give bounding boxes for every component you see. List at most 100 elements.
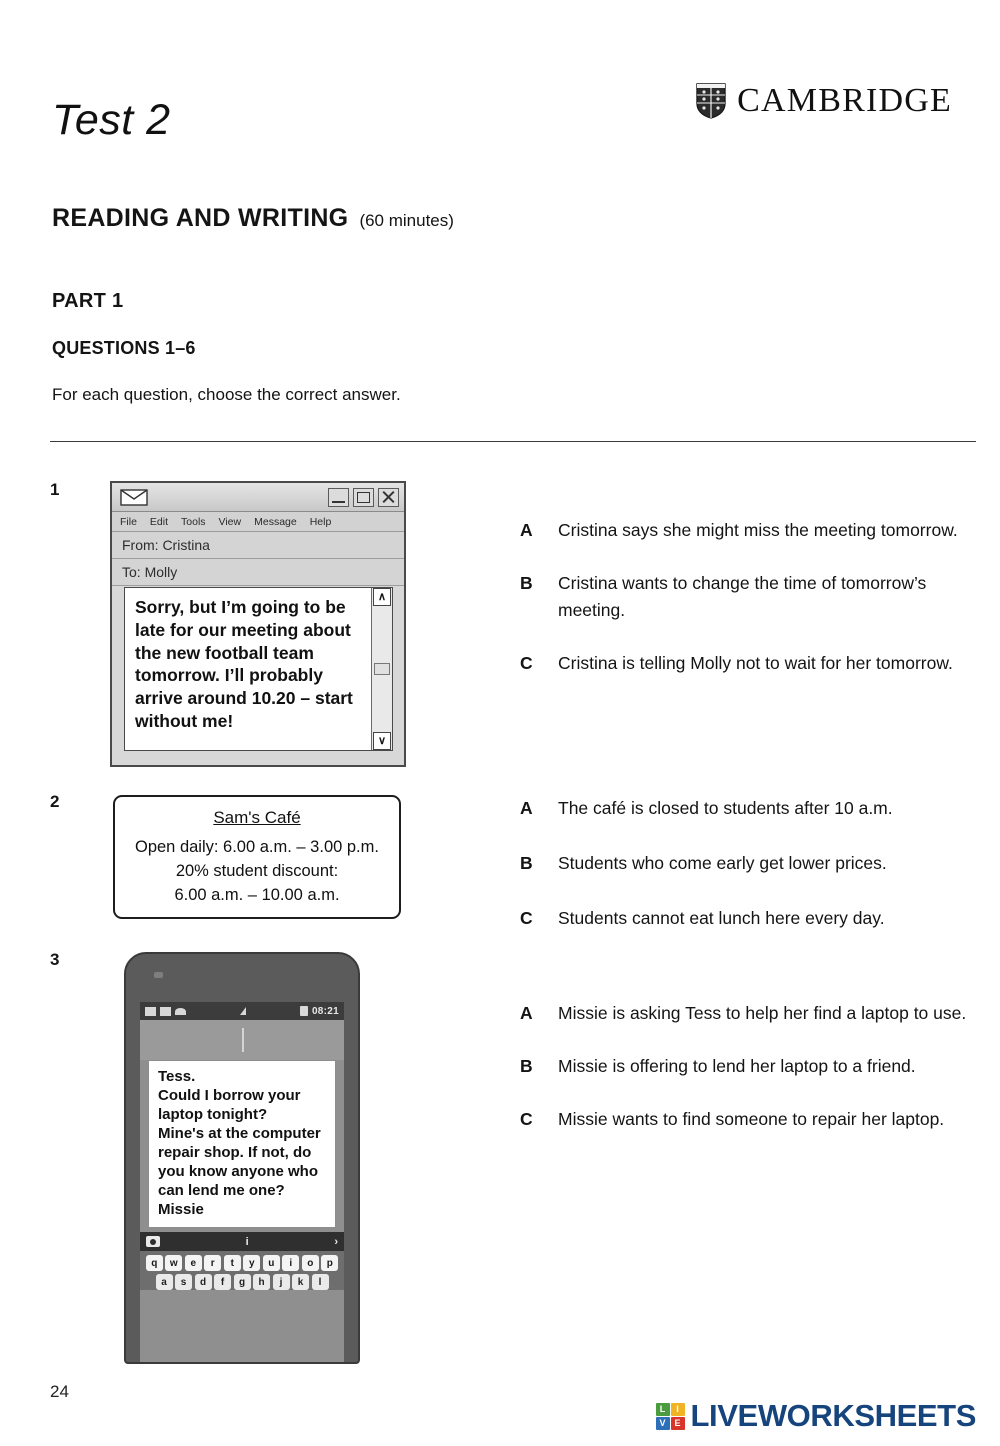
phone-screen: 08:21 Tess. Could I borrow your laptop t…: [140, 1002, 344, 1362]
option-text: Cristina wants to change the time of tom…: [558, 573, 927, 621]
key-f[interactable]: f: [214, 1274, 231, 1291]
text-caret: [242, 1028, 244, 1052]
key-p[interactable]: p: [321, 1255, 339, 1272]
question-number-1: 1: [50, 480, 60, 499]
lock-icon: [299, 1006, 308, 1016]
menu-item-edit[interactable]: Edit: [149, 515, 169, 528]
envelope-icon: [160, 1006, 171, 1016]
key-t[interactable]: t: [223, 1255, 241, 1272]
cafe-opening-hours: Open daily: 6.00 a.m. – 3.00 p.m.: [135, 837, 379, 856]
option-row[interactable]: A The café is closed to students after 1…: [520, 795, 980, 822]
sms-toolbar: i ›: [140, 1232, 344, 1252]
info-icon[interactable]: i: [245, 1235, 249, 1248]
options-question-1: A Cristina says she might miss the meeti…: [520, 517, 980, 704]
liveworksheets-tiles-icon: L I V E: [655, 1402, 685, 1430]
envelope-icon: [120, 488, 148, 506]
key-a[interactable]: a: [155, 1274, 173, 1291]
option-letter: C: [520, 908, 533, 929]
key-h[interactable]: h: [253, 1274, 270, 1291]
key-l[interactable]: l: [311, 1274, 329, 1291]
key-y[interactable]: y: [243, 1255, 261, 1272]
key-r[interactable]: r: [204, 1255, 222, 1272]
cambridge-crest-icon: [696, 83, 726, 119]
menu-item-message[interactable]: Message: [254, 515, 297, 528]
email-from-field: From: Cristina: [112, 532, 404, 559]
data-icon: [239, 1007, 246, 1015]
email-menubar: File Edit Tools View Message Help: [112, 512, 404, 532]
phone-sms-stimulus: 08:21 Tess. Could I borrow your laptop t…: [124, 952, 360, 1364]
send-icon[interactable]: ›: [334, 1235, 338, 1248]
scrollbar-thumb[interactable]: [374, 663, 390, 675]
keyboard-row-2: a s d f g h j k l: [143, 1274, 341, 1291]
key-i[interactable]: i: [282, 1255, 300, 1272]
cafe-discount-hours: 6.00 a.m. – 10.00 a.m.: [174, 885, 340, 904]
option-row[interactable]: A Cristina says she might miss the meeti…: [520, 517, 980, 544]
option-letter: B: [520, 573, 533, 594]
option-row[interactable]: A Missie is asking Tess to help her find…: [520, 1000, 980, 1027]
section-duration: (60 minutes): [359, 211, 454, 230]
scroll-up-icon[interactable]: ∧: [373, 588, 391, 606]
key-j[interactable]: j: [272, 1274, 290, 1291]
question-number-3: 3: [50, 950, 60, 969]
menu-item-tools[interactable]: Tools: [181, 515, 206, 528]
section-title: READING AND WRITING: [52, 204, 349, 232]
close-button[interactable]: [378, 487, 399, 507]
key-s[interactable]: s: [175, 1274, 192, 1291]
option-row[interactable]: C Students cannot eat lunch here every d…: [520, 905, 980, 932]
email-body-panel: Sorry, but I’m going to be late for our …: [124, 587, 393, 751]
menu-item-help[interactable]: Help: [309, 515, 332, 528]
option-text: Students cannot eat lunch here every day…: [558, 908, 885, 929]
key-u[interactable]: u: [262, 1255, 280, 1272]
tile-v: V: [655, 1416, 670, 1430]
option-letter: C: [520, 653, 533, 674]
phone-keyboard[interactable]: q w e r t y u i o p a s d f g h j k l: [140, 1251, 344, 1291]
tile-l: L: [655, 1402, 670, 1416]
option-text: Cristina is telling Molly not to wait fo…: [558, 653, 953, 674]
option-row[interactable]: C Missie wants to find someone to repair…: [520, 1106, 980, 1133]
options-question-2: A The café is closed to students after 1…: [520, 795, 980, 960]
option-row[interactable]: C Cristina is telling Molly not to wait …: [520, 650, 980, 677]
menu-item-file[interactable]: File: [120, 515, 137, 528]
option-text: Students who come early get lower prices…: [558, 853, 887, 874]
menu-item-view[interactable]: View: [218, 515, 242, 528]
option-row[interactable]: B Cristina wants to change the time of t…: [520, 570, 980, 624]
key-e[interactable]: e: [184, 1255, 202, 1272]
sms-header-area: [140, 1020, 344, 1060]
option-text: The café is closed to students after 10 …: [558, 798, 893, 818]
liveworksheets-logo[interactable]: L I V E LIVEWORKSHEETS: [655, 1398, 976, 1434]
instruction-text: For each question, choose the correct an…: [52, 385, 401, 404]
options-question-3: A Missie is asking Tess to help her find…: [520, 1000, 980, 1159]
option-text: Missie is asking Tess to help her find a…: [558, 1003, 967, 1023]
cafe-discount-label: 20% student discount:: [175, 861, 339, 880]
email-window-stimulus: File Edit Tools View Message Help From: …: [110, 481, 406, 767]
key-q[interactable]: q: [145, 1255, 163, 1272]
option-letter: B: [520, 1056, 533, 1077]
status-time: 08:21: [311, 1005, 340, 1017]
status-icon-group: [145, 1006, 186, 1016]
option-row[interactable]: B Students who come early get lower pric…: [520, 850, 980, 877]
questions-range-label: QUESTIONS 1–6: [52, 338, 196, 358]
camera-icon[interactable]: [146, 1236, 160, 1248]
key-k[interactable]: k: [292, 1274, 309, 1291]
key-o[interactable]: o: [301, 1255, 319, 1272]
tile-i: I: [670, 1402, 685, 1416]
option-text: Cristina says she might miss the meeting…: [558, 520, 958, 540]
cafe-title: Sam's Café: [213, 808, 301, 827]
key-g[interactable]: g: [233, 1274, 251, 1291]
sms-message-text: Tess. Could I borrow your laptop tonight…: [148, 1060, 336, 1229]
email-titlebar: [112, 483, 404, 512]
minimize-button[interactable]: [328, 487, 349, 507]
option-letter: A: [520, 798, 533, 818]
option-letter: A: [520, 1003, 533, 1023]
page-title: Test 2: [52, 96, 171, 144]
scroll-down-icon[interactable]: ∨: [373, 732, 391, 750]
key-d[interactable]: d: [194, 1274, 212, 1291]
question-number-2: 2: [50, 792, 60, 811]
phone-status-bar: 08:21: [140, 1002, 344, 1020]
key-w[interactable]: w: [165, 1255, 183, 1272]
option-row[interactable]: B Missie is offering to lend her laptop …: [520, 1053, 980, 1080]
email-scrollbar[interactable]: ∧ ∨: [371, 588, 392, 750]
maximize-button[interactable]: [353, 487, 374, 507]
horizontal-divider: [50, 441, 976, 442]
wifi-icon: [175, 1007, 186, 1015]
